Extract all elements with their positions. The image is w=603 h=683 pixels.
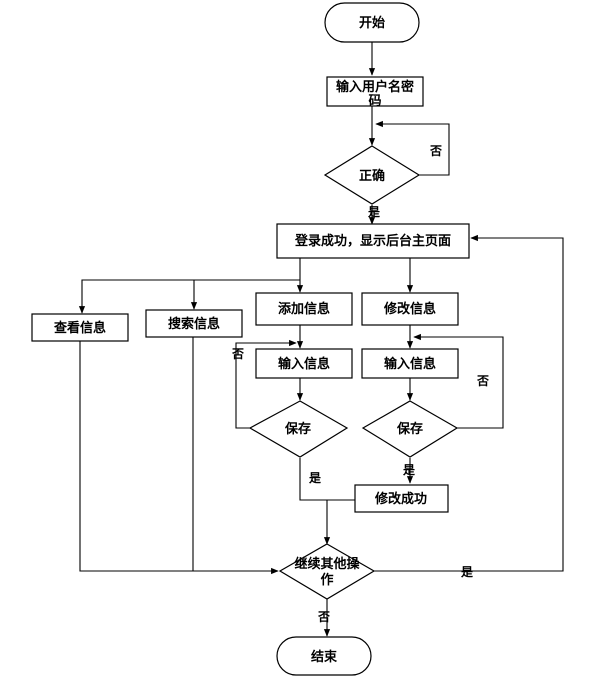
- edge-addsave-no-loop: [235, 339, 297, 429]
- edge-continue-yes: [374, 234, 564, 572]
- modify-input-label: 输入信息: [384, 356, 436, 372]
- login-input-box: [326, 76, 424, 107]
- start-terminal: [324, 2, 420, 43]
- modify-info-box: [361, 292, 459, 326]
- add-save-no-label: 否: [231, 347, 244, 361]
- add-info-label: 添加信息: [278, 301, 330, 317]
- connectors: [78, 42, 564, 637]
- shapes: [31, 2, 470, 676]
- edge-addsave-yes: [299, 458, 331, 545]
- continue-no-label: 否: [317, 610, 330, 624]
- edge-labels: 否 是 否 是 否 是 是 否: [231, 144, 489, 624]
- check-correct-diamond: [323, 145, 421, 205]
- modify-input-box: [361, 348, 459, 379]
- edge-check-no-loop: [375, 120, 450, 176]
- modify-save-label: 保存: [396, 421, 423, 437]
- continue-yes-label: 是: [460, 565, 474, 579]
- login-input-label-line2: 码: [368, 94, 381, 109]
- continue-label-line1: 继续其他操: [294, 556, 359, 572]
- end-label: 结束: [311, 649, 338, 665]
- continue-diamond: [278, 543, 376, 600]
- end-terminal: [276, 636, 372, 676]
- login-no-label: 否: [429, 144, 442, 158]
- add-save-yes-label: 是: [308, 471, 322, 485]
- login-success-label: 登录成功，显示后台主页面: [294, 233, 451, 249]
- login-success-box: [276, 223, 470, 259]
- modify-save-diamond: [361, 400, 459, 458]
- login-yes-label: 是: [367, 205, 381, 219]
- continue-label-line2: 作: [320, 572, 333, 588]
- check-correct-label: 正确: [359, 168, 385, 184]
- add-save-label: 保存: [284, 421, 311, 437]
- add-save-diamond: [248, 400, 349, 458]
- search-info-label: 搜索信息: [168, 316, 220, 332]
- edge-to-view: [78, 279, 300, 314]
- edge-view-to-continue: [79, 341, 279, 575]
- add-input-box: [255, 348, 353, 379]
- modify-save-yes-label: 是: [402, 463, 416, 477]
- start-label: 开始: [359, 15, 385, 31]
- add-input-label: 输入信息: [278, 356, 330, 372]
- login-input-label-line1: 输入用户名密: [336, 79, 414, 95]
- modify-save-no-label: 否: [476, 374, 489, 388]
- search-info-box: [145, 309, 243, 338]
- node-labels: 开始 输入用户名密 码 正确 登录成功，显示后台主页面 查看信息 搜索信息 添加…: [53, 15, 451, 665]
- add-info-box: [255, 292, 353, 326]
- modify-success-box: [354, 484, 449, 513]
- modify-info-label: 修改信息: [383, 301, 436, 317]
- modify-success-label: 修改成功: [374, 491, 427, 507]
- view-info-label: 查看信息: [53, 320, 106, 336]
- edge-modsave-no-loop: [413, 333, 504, 429]
- view-info-box: [31, 313, 129, 342]
